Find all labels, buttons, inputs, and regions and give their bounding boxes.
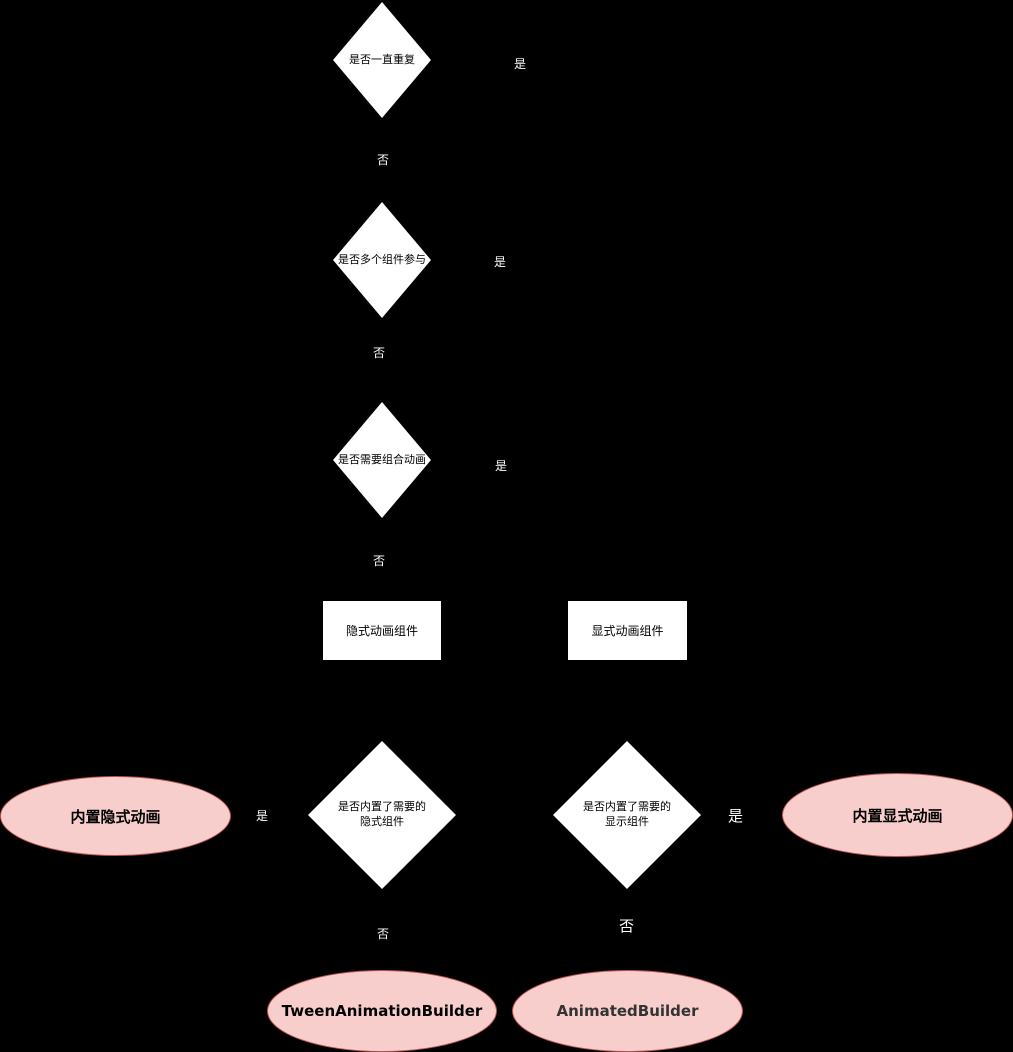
edge-label-no-implicit: 否 — [377, 927, 390, 941]
implicit-animation-box: 隐式动画组件 — [323, 601, 441, 660]
decision-explicit-builtin-label: 是否内置了需要的 显示组件 — [583, 800, 671, 828]
explicit-animation-box: 显式动画组件 — [568, 601, 687, 660]
decision-repeat-label: 是否一直重复 — [349, 52, 415, 66]
decision-implicit-builtin: 是否内置了需要的 隐式组件 — [308, 741, 456, 889]
edge-label-yes-explicit: 是 — [728, 807, 744, 825]
diamond-shape — [333, 202, 431, 318]
diamond-shape — [553, 741, 701, 889]
decision-repeat: 是否一直重复 — [333, 2, 431, 118]
edge-label-yes-implicit: 是 — [256, 809, 269, 823]
decision-combine-label: 是否需要组合动画 — [338, 452, 426, 466]
tween-animation-builder-ellipse: TweenAnimationBuilder — [267, 970, 497, 1052]
decision-implicit-builtin-label: 是否内置了需要的 隐式组件 — [338, 800, 426, 828]
diamond-shape — [333, 402, 431, 518]
edge-label-no-repeat: 否 — [377, 153, 390, 167]
decision-explicit-builtin: 是否内置了需要的 显示组件 — [553, 741, 701, 889]
edge-label-yes-combine: 是 — [495, 459, 508, 473]
diamond-shape — [308, 741, 456, 889]
edge-label-yes-multi: 是 — [494, 255, 507, 269]
edge-label-no-multi: 否 — [373, 346, 386, 360]
decision-multi: 是否多个组件参与 — [333, 202, 431, 318]
edge-label-yes-repeat: 是 — [514, 57, 527, 71]
animated-builder-ellipse: AnimatedBuilder — [512, 970, 743, 1052]
edge-label-no-combine: 否 — [373, 554, 386, 568]
builtin-explicit-animation-ellipse: 内置显式动画 — [782, 773, 1013, 857]
diamond-shape — [333, 2, 431, 118]
builtin-implicit-animation-ellipse: 内置隐式动画 — [0, 776, 231, 856]
decision-multi-label: 是否多个组件参与 — [338, 252, 426, 266]
edge-label-no-explicit: 否 — [619, 917, 635, 935]
decision-combine: 是否需要组合动画 — [333, 402, 431, 518]
